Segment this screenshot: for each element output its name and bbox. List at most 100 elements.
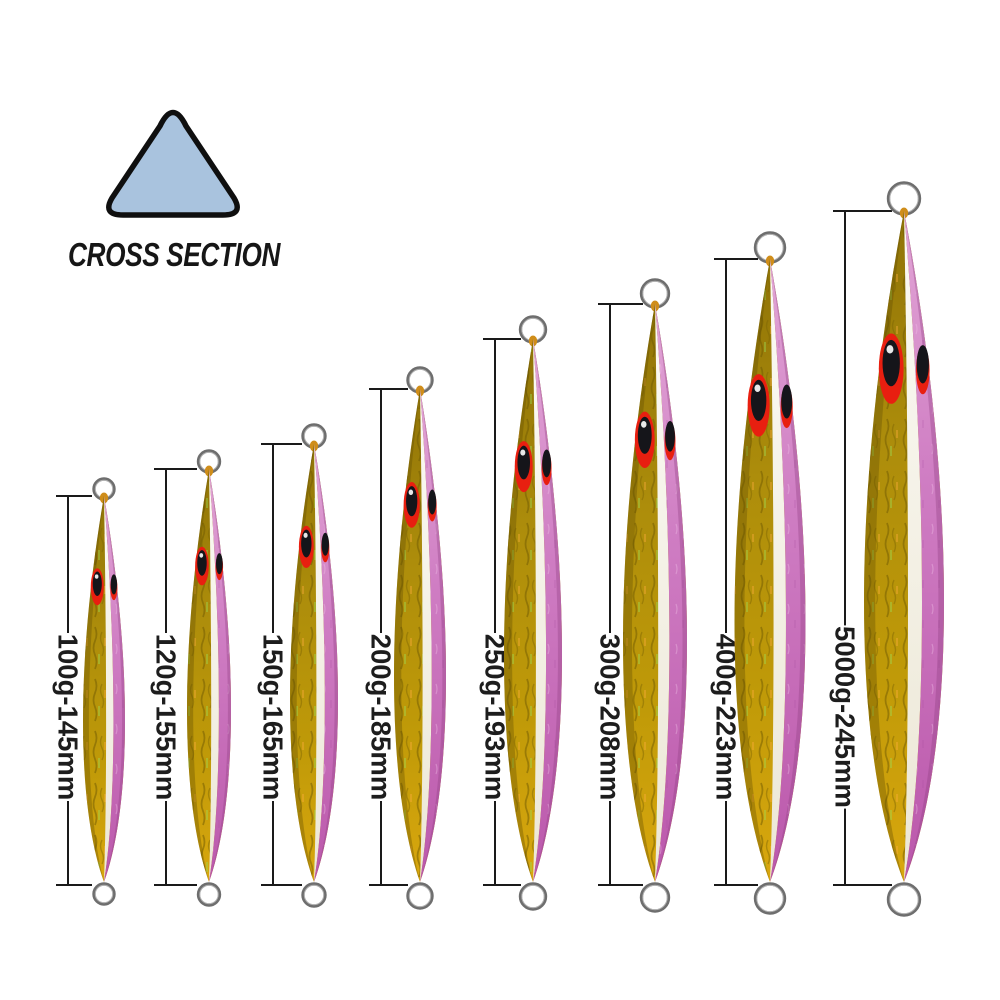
eye-glint <box>520 449 526 456</box>
eye-glint <box>640 420 647 428</box>
body-left-shade <box>83 496 104 882</box>
split-ring-bottom-icon-outer <box>753 882 787 915</box>
body-pink-texture <box>104 496 125 882</box>
body-right-shade <box>314 444 338 882</box>
lure-group: 5000g-245mm <box>828 181 944 917</box>
body-right-shade <box>104 496 125 882</box>
lure-body <box>864 211 944 882</box>
eye-pupil <box>92 571 102 596</box>
body-left-shade <box>864 211 904 882</box>
size-label: 200g-185mm <box>366 634 397 801</box>
size-label: 150g-165mm <box>258 634 289 801</box>
split-ring-bottom-icon-highlight <box>199 884 219 905</box>
body-white-stripe <box>904 211 922 882</box>
side-eye-pupil <box>916 345 929 384</box>
lure-group: 150g-165mm <box>256 423 338 908</box>
eye-glint <box>199 553 204 558</box>
split-ring-bottom-icon-outer <box>301 882 327 908</box>
size-label: 120g-155mm <box>151 634 182 801</box>
lure-group: 300g-208mm <box>593 278 687 913</box>
body-pink-texture <box>770 259 806 882</box>
split-ring-bottom-icon-highlight <box>408 884 432 908</box>
split-ring-bottom-icon <box>196 882 222 907</box>
lure-group: 200g-185mm <box>364 366 446 910</box>
body-white-stripe <box>314 444 325 882</box>
body-left-shade <box>504 339 533 882</box>
size-label-mask <box>364 633 398 801</box>
lure-group: 100g-145mm <box>51 477 125 906</box>
lure-group: 250g-193mm <box>478 315 562 911</box>
body-white-stripe <box>770 259 786 882</box>
size-label: 100g-145mm <box>53 634 84 801</box>
split-ring-bottom-icon-outer <box>92 882 116 906</box>
body-left-shade <box>187 469 209 882</box>
lure-eye <box>403 481 437 528</box>
split-ring-bottom-icon-highlight <box>521 884 545 909</box>
eye-glint <box>303 532 308 538</box>
body-pink-texture <box>655 304 687 882</box>
lure-eye <box>747 374 793 437</box>
side-eye-pupil <box>110 574 118 595</box>
lure-eye <box>195 546 224 586</box>
split-ring-bottom-icon-highlight <box>642 884 668 911</box>
eye-pupil <box>882 339 900 387</box>
side-eye-pupil <box>428 489 437 515</box>
lure-body <box>83 496 125 882</box>
split-ring-bottom-icon-outer <box>639 882 671 913</box>
eye-pupil <box>517 445 531 480</box>
side-eye-pupil <box>665 420 675 452</box>
split-ring-bottom-icon-outer <box>406 882 434 910</box>
cross-section-header: CROSS SECTION <box>68 109 282 273</box>
lure-body <box>187 469 231 882</box>
body-right-shade <box>770 259 806 882</box>
eye-glint <box>886 345 894 354</box>
split-ring-bottom-icon-highlight <box>889 884 919 915</box>
body-left-shade <box>290 444 314 882</box>
body-pink-texture <box>533 339 562 882</box>
body-right-shade <box>420 389 446 882</box>
body-white-stripe <box>420 389 432 882</box>
body-right-shade <box>533 339 562 882</box>
eye-glint <box>408 489 414 496</box>
lure-body <box>504 339 562 882</box>
lure-eye <box>634 411 676 468</box>
body-left-shade <box>734 259 770 882</box>
body-pink-texture <box>904 211 944 882</box>
cross-section-shape <box>106 109 240 218</box>
split-ring-bottom-icon <box>406 882 434 910</box>
split-ring-bottom-icon-outer <box>518 882 548 911</box>
body-white-stripe <box>104 496 114 882</box>
split-ring-bottom-icon <box>639 882 671 913</box>
body-white-stripe <box>655 304 670 882</box>
size-label-mask <box>828 625 862 809</box>
body-pink-texture <box>420 389 446 882</box>
side-eye-pupil <box>542 449 552 478</box>
body-left-shade <box>394 389 420 882</box>
body-left-shade <box>623 304 655 882</box>
body-right-shade <box>209 469 231 882</box>
split-ring-bottom-icon-outer <box>196 882 222 907</box>
split-ring-bottom-icon-highlight <box>756 884 784 913</box>
split-ring-bottom-icon-highlight <box>94 884 114 904</box>
lure-eye <box>298 525 330 569</box>
size-label-mask <box>593 633 627 801</box>
body-pink-texture <box>209 469 231 882</box>
side-eye-pupil <box>215 553 223 575</box>
split-ring-bottom-icon <box>753 882 787 915</box>
size-label-mask <box>149 633 183 801</box>
lure-group: 400g-223mm <box>709 231 806 915</box>
eye-pupil <box>637 416 652 454</box>
body-right-shade <box>904 211 944 882</box>
lure-body <box>734 259 806 882</box>
cross-section-label: CROSS SECTION <box>68 236 281 273</box>
size-label-mask <box>51 633 85 801</box>
size-label: 300g-208mm <box>595 634 626 801</box>
eye-pupil <box>406 486 418 517</box>
split-ring-bottom-icon <box>518 882 548 911</box>
body-white-stripe <box>533 339 547 882</box>
lure-eye <box>514 441 552 493</box>
body-pink-texture <box>314 444 338 882</box>
size-label-mask <box>256 633 290 801</box>
